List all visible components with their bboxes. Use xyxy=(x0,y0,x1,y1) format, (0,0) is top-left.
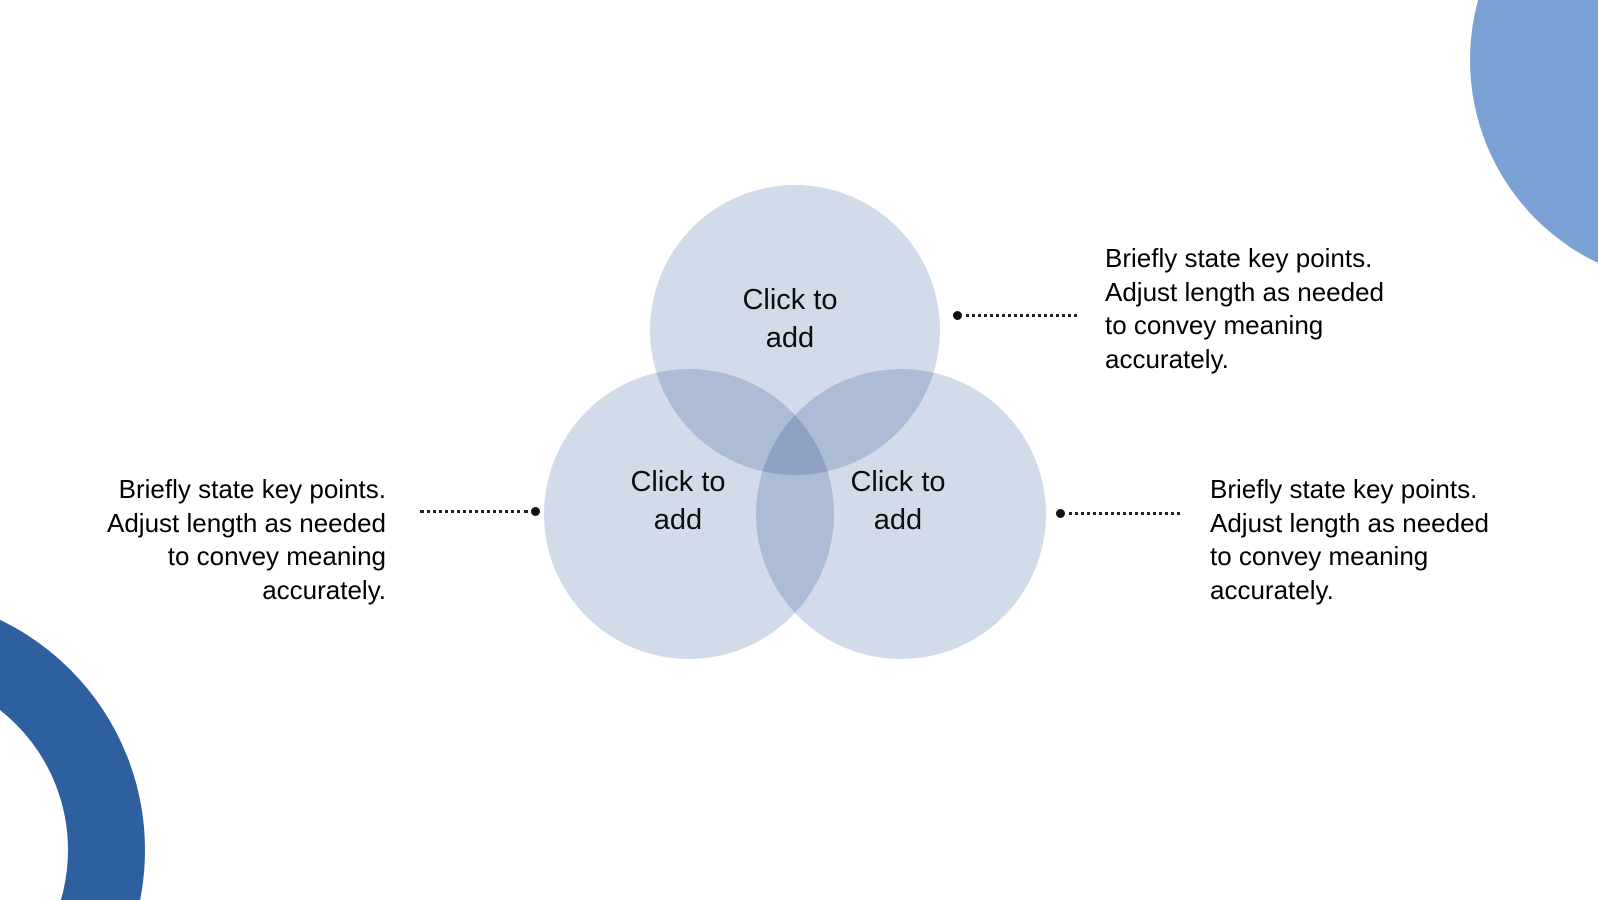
callout-text-left[interactable]: Briefly state key points. Adjust length … xyxy=(107,474,386,605)
leader-dot-right xyxy=(1056,509,1065,518)
leader-line-right xyxy=(1069,512,1180,515)
venn-placeholder-left[interactable]: Click to add xyxy=(630,466,726,536)
callout-text-right[interactable]: Briefly state key points. Adjust length … xyxy=(1210,474,1489,605)
leader-line-left xyxy=(420,510,528,513)
leader-dot-top-right xyxy=(953,311,962,320)
corner-accent-ring-icon xyxy=(0,595,145,900)
venn-placeholder-top[interactable]: Click to add xyxy=(742,284,838,354)
venn-placeholder-right[interactable]: Click to add xyxy=(850,466,946,536)
leader-line-top-right xyxy=(966,314,1077,317)
venn-circle-right[interactable] xyxy=(756,369,1046,659)
leader-dot-left xyxy=(531,507,540,516)
corner-accent-circle-icon xyxy=(1470,0,1598,285)
callout-text-top-right[interactable]: Briefly state key points. Adjust length … xyxy=(1105,243,1384,374)
